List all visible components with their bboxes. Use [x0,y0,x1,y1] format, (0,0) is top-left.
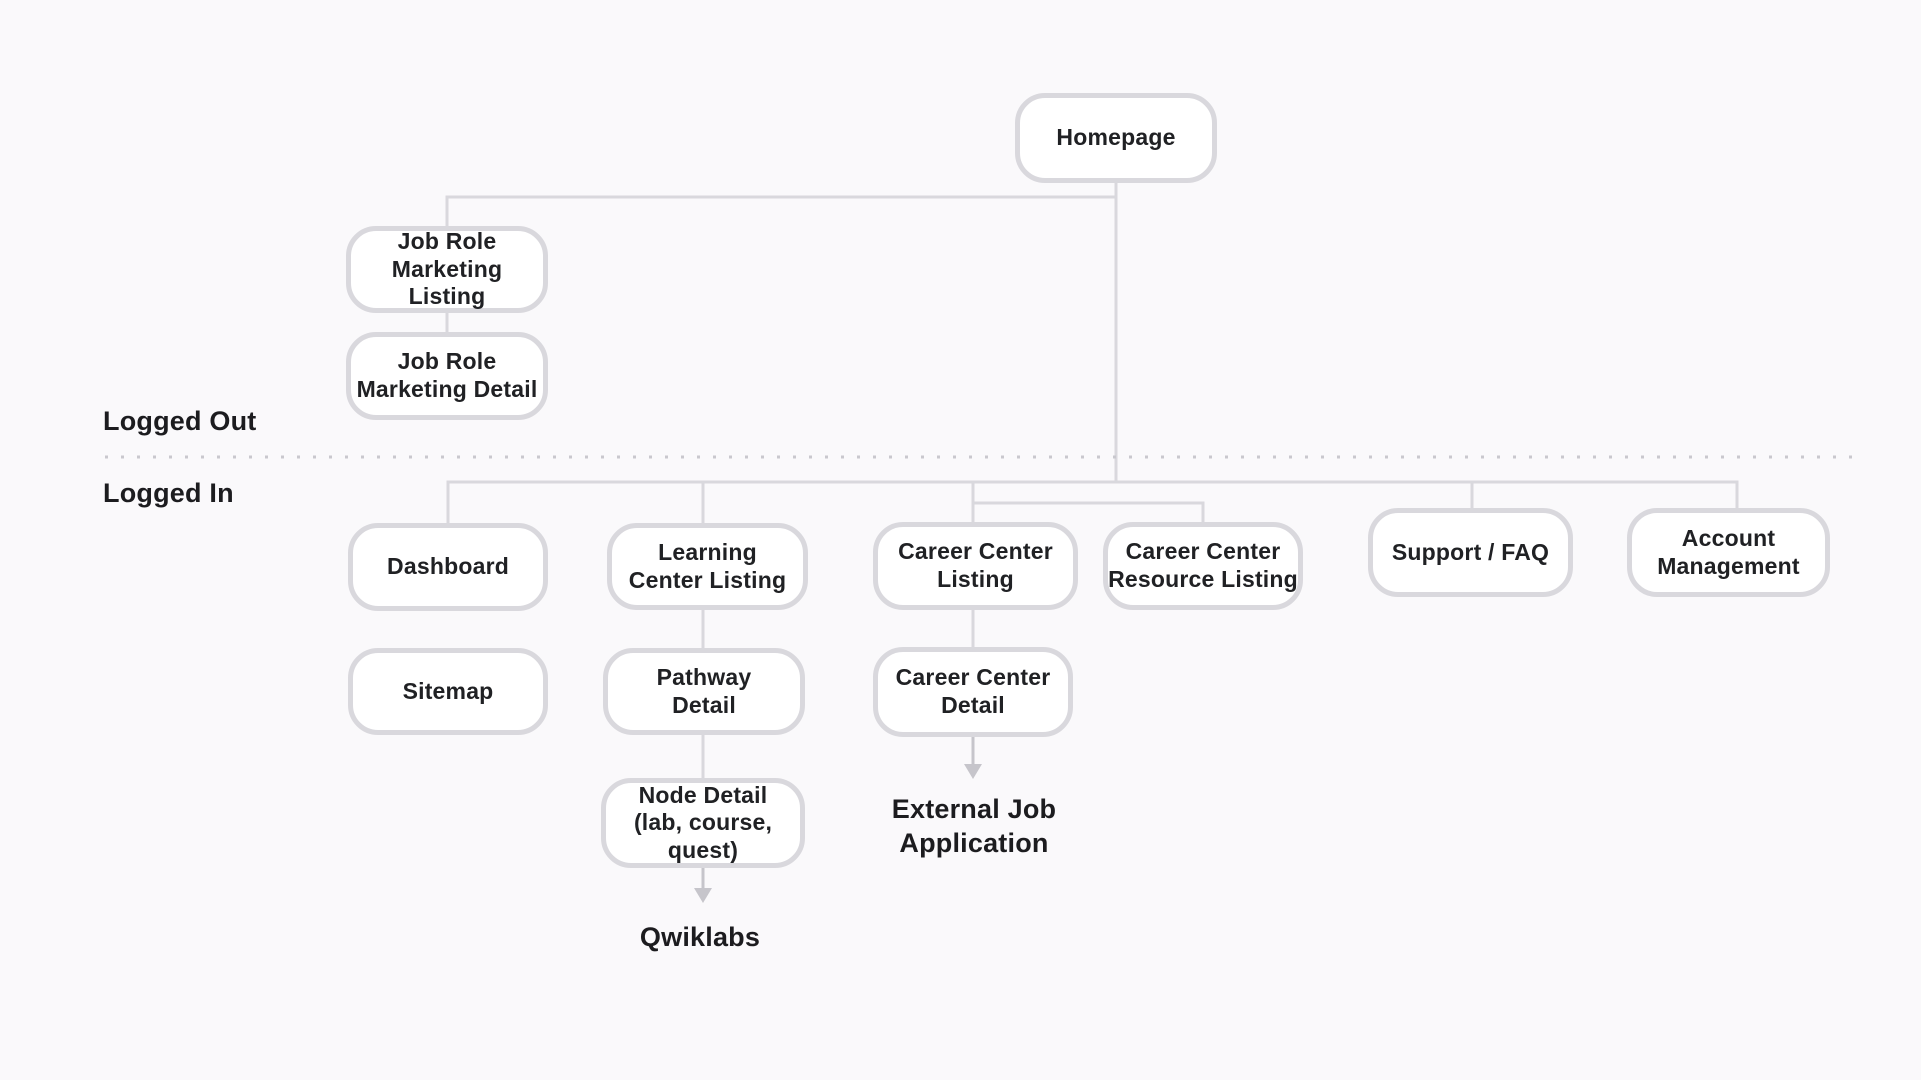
node-support-faq-label: Support / FAQ [1391,538,1550,565]
node-job-role-marketing-detail: Job Role Marketing Detail [346,332,548,420]
node-dashboard-label: Dashboard [387,553,509,580]
node-sitemap-label: Sitemap [402,677,494,704]
section-label-logged-out: Logged Out [103,406,257,436]
node-career-center-listing: Career Center Listing [873,522,1078,610]
arrow-down-icon [694,888,712,903]
node-homepage-label: Homepage [1056,124,1176,151]
node-node-detail-label: Node Detail (lab, course, quest) [633,781,773,863]
node-pathway-detail-label: Pathway Detail [656,663,752,718]
node-career-center-resource-listing: Career Center Resource Listing [1103,522,1303,610]
node-job-role-marketing-detail-label: Job Role Marketing Detail [356,348,538,402]
node-external-job-application: External Job Application [891,794,1057,858]
node-learning-center-listing-label: Learning Center Listing [628,538,787,593]
node-learning-center-listing: Learning Center Listing [607,523,808,610]
node-career-center-listing-label: Career Center Listing [898,538,1053,592]
node-career-center-detail: Career Center Detail [873,647,1073,737]
arrow-down-icon [964,764,982,779]
node-sitemap: Sitemap [348,648,548,735]
node-pathway-detail: Pathway Detail [603,648,805,735]
node-node-detail: Node Detail (lab, course, quest) [601,778,805,868]
node-career-center-detail-label: Career Center Detail [895,664,1051,718]
node-qwiklabs: Qwiklabs [639,922,761,952]
node-account-management-label: Account Management [1657,524,1800,579]
node-dashboard: Dashboard [348,523,548,611]
node-job-role-marketing-listing: Job Role Marketing Listing [346,226,548,313]
node-career-center-resource-listing-label: Career Center Resource Listing [1108,538,1298,592]
node-homepage: Homepage [1015,93,1217,183]
section-label-logged-in: Logged In [103,478,234,508]
node-account-management: Account Management [1627,508,1830,597]
node-support-faq: Support / FAQ [1368,508,1573,597]
node-job-role-marketing-listing-label: Job Role Marketing Listing [391,228,503,310]
